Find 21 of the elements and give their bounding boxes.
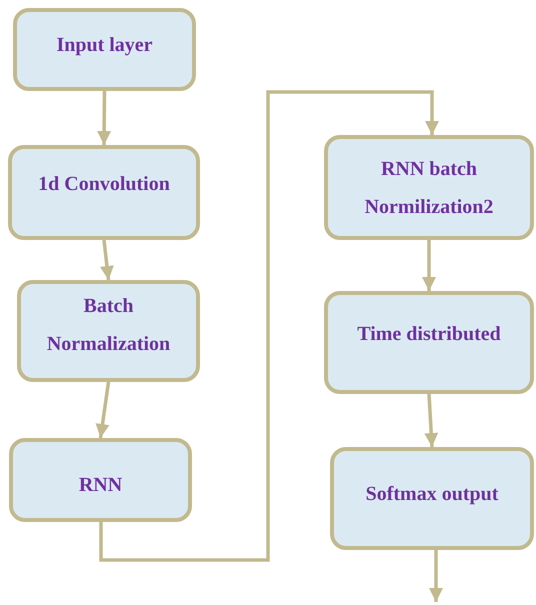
arrow <box>99 90 439 562</box>
arrow <box>97 90 112 146</box>
box-label: RNN batch Normilization2 <box>364 156 494 220</box>
arrow <box>96 382 110 438</box>
arrow <box>429 550 443 602</box>
process-box <box>324 291 534 394</box>
box-label: 1d Convolution <box>38 172 170 196</box>
arrow <box>100 240 114 280</box>
arrow <box>424 394 438 448</box>
process-box <box>17 280 200 382</box>
box-label: Time distributed <box>357 322 501 346</box>
arrow <box>422 240 436 291</box>
box-label: Softmax output <box>366 482 498 506</box>
box-label: Batch Normalization <box>46 294 172 357</box>
process-box <box>9 438 192 522</box>
process-box <box>8 145 200 240</box>
process-box <box>330 447 534 550</box>
process-box <box>324 135 534 240</box>
box-label: RNN <box>78 473 122 498</box>
process-box <box>13 8 196 91</box>
box-label: Input layer <box>56 32 153 58</box>
